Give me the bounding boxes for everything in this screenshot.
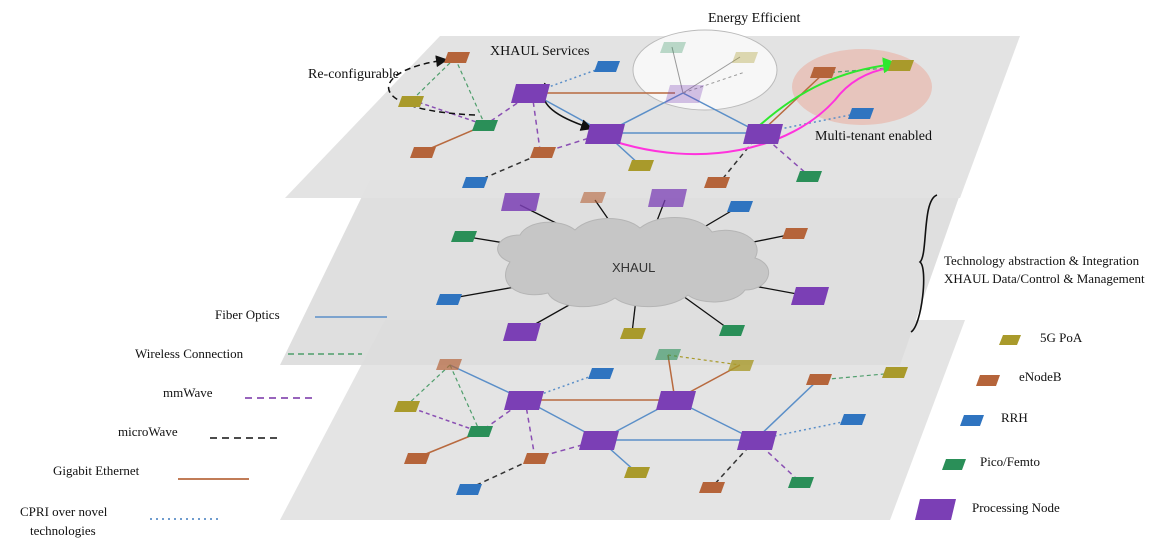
xhaul-cloud bbox=[497, 217, 770, 308]
energy-efficient-label: Energy Efficient bbox=[708, 11, 801, 26]
re-configurable-label: Re-configurable bbox=[308, 67, 399, 82]
enodeb-node bbox=[530, 147, 556, 158]
top-plane-nodes bbox=[398, 42, 914, 188]
legend-enodeb-label: eNodeB bbox=[1019, 369, 1062, 384]
energy-efficient-ellipse bbox=[632, 29, 778, 111]
poa-node bbox=[620, 328, 646, 339]
enodeb-node bbox=[580, 192, 606, 203]
processing-node bbox=[648, 189, 687, 207]
rrh-node bbox=[462, 177, 488, 188]
legend-pico-label: Pico/Femto bbox=[980, 454, 1040, 469]
xhaul-services-label: XHAUL Services bbox=[490, 44, 589, 59]
pico-node bbox=[451, 231, 477, 242]
enodeb-node bbox=[444, 52, 470, 63]
legend-enodeb-icon bbox=[976, 375, 1000, 386]
rrh-node bbox=[456, 484, 482, 495]
enodeb-node bbox=[404, 453, 430, 464]
pico-node bbox=[796, 171, 822, 182]
link-legend: Fiber Optics Wireless Connection mmWave … bbox=[20, 307, 387, 538]
processing-node bbox=[737, 431, 777, 450]
bottom-plane-nodes bbox=[394, 349, 908, 495]
pico-node bbox=[467, 426, 493, 437]
processing-node bbox=[579, 431, 619, 450]
middle-plane-nodes bbox=[436, 189, 829, 341]
poa-node bbox=[398, 96, 424, 107]
processing-node bbox=[501, 193, 540, 211]
multi-tenant-label: Multi-tenant enabled bbox=[815, 129, 932, 144]
rrh-node bbox=[727, 201, 753, 212]
processing-node bbox=[504, 391, 544, 410]
enodeb-node bbox=[810, 67, 836, 78]
processing-node bbox=[743, 124, 783, 144]
legend-cpri-label-1: CPRI over novel bbox=[20, 504, 108, 519]
processing-node bbox=[791, 287, 829, 305]
legend-rrh-icon bbox=[960, 415, 984, 426]
legend-processing-icon bbox=[915, 499, 956, 520]
legend-fiber-label: Fiber Optics bbox=[215, 307, 280, 322]
pico-node bbox=[719, 325, 745, 336]
enodeb-node bbox=[436, 359, 462, 370]
pico-node-faded bbox=[660, 42, 686, 53]
enodeb-node bbox=[806, 374, 832, 385]
legend-gbe-label: Gigabit Ethernet bbox=[53, 463, 140, 478]
pico-node bbox=[472, 120, 498, 131]
processing-node bbox=[656, 391, 696, 410]
processing-node bbox=[585, 124, 625, 144]
poa-node bbox=[624, 467, 650, 478]
legend-pico-icon bbox=[942, 459, 966, 470]
rrh-node bbox=[436, 294, 462, 305]
legend-mmwave-label: mmWave bbox=[163, 385, 213, 400]
poa-node bbox=[888, 60, 914, 71]
poa-node bbox=[628, 160, 654, 171]
enodeb-node bbox=[523, 453, 549, 464]
poa-node bbox=[882, 367, 908, 378]
pico-node bbox=[655, 349, 681, 360]
enodeb-node bbox=[704, 177, 730, 188]
enodeb-node bbox=[410, 147, 436, 158]
processing-node-faded bbox=[665, 85, 704, 103]
rrh-node bbox=[840, 414, 866, 425]
legend-poa-label: 5G PoA bbox=[1040, 330, 1083, 345]
bracket bbox=[910, 194, 938, 333]
legend-poa-icon bbox=[999, 335, 1021, 345]
processing-node bbox=[511, 84, 550, 103]
legend-processing-label: Processing Node bbox=[972, 500, 1060, 515]
poa-node-faded bbox=[732, 52, 758, 63]
processing-node bbox=[503, 323, 541, 341]
enodeb-node bbox=[782, 228, 808, 239]
xhaul-management-label: XHAUL Data/Control & Management bbox=[944, 271, 1145, 286]
tech-abstraction-label: Technology abstraction & Integration bbox=[944, 253, 1140, 268]
rrh-node bbox=[848, 108, 874, 119]
cloud-label: XHAUL bbox=[612, 260, 655, 275]
rrh-node bbox=[594, 61, 620, 72]
legend-rrh-label: RRH bbox=[1001, 410, 1028, 425]
node-legend: 5G PoA eNodeB RRH Pico/Femto Processing … bbox=[915, 330, 1083, 520]
pico-node bbox=[788, 477, 814, 488]
rrh-node bbox=[588, 368, 614, 379]
legend-microwave-label: microWave bbox=[118, 424, 178, 439]
legend-cpri-label-2: technologies bbox=[30, 523, 96, 538]
enodeb-node bbox=[699, 482, 725, 493]
poa-node bbox=[394, 401, 420, 412]
poa-node bbox=[728, 360, 754, 371]
legend-wireless-label: Wireless Connection bbox=[135, 346, 244, 361]
